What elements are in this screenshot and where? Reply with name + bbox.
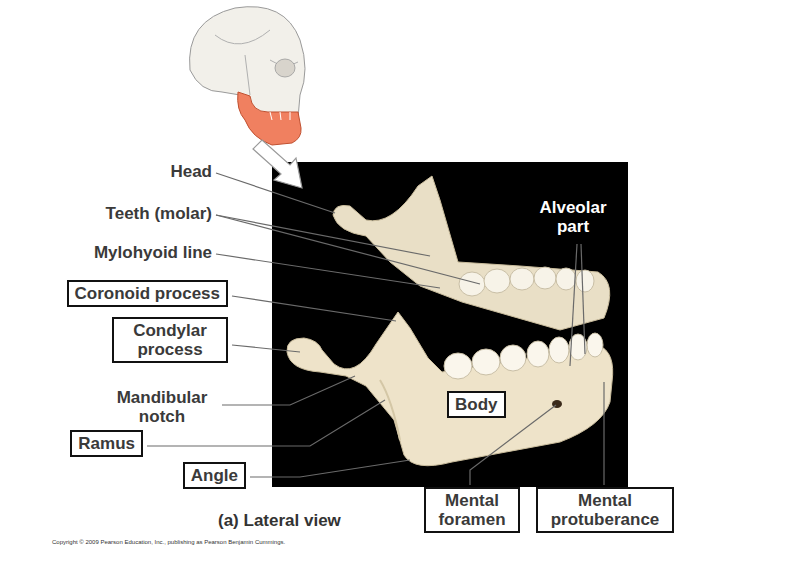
label-text: Ramus: [78, 434, 135, 453]
figure-caption: (a) Lateral view: [218, 511, 341, 530]
label-box: Ramus: [70, 430, 143, 457]
part-label: Head: [170, 162, 212, 181]
part-label: Alveolar part: [528, 198, 618, 236]
label-text: Coronoid process: [75, 284, 220, 303]
label-text: Condylar process: [120, 321, 220, 359]
part-label: Mandibular notch: [104, 388, 220, 426]
label-box: Condylar process: [112, 317, 228, 363]
copyright-note: Copyright © 2009 Pearson Education, Inc.…: [52, 539, 285, 546]
mandible-lower: [287, 312, 613, 466]
label-box: Mental foramen: [424, 487, 520, 533]
label-text: Angle: [191, 466, 238, 485]
label-box: Angle: [183, 462, 246, 489]
part-label: Teeth (molar): [106, 204, 212, 223]
label-text: Mental foramen: [432, 491, 512, 529]
label-text: Mental protuberance: [544, 491, 666, 529]
photo-ground: [272, 162, 628, 487]
label-box: Coronoid process: [67, 280, 228, 307]
part-label: Mylohyoid line: [94, 243, 212, 262]
label-box: Body: [447, 391, 506, 418]
label-text: Body: [455, 395, 498, 414]
pointer-arrow: [253, 140, 302, 188]
skull-icon: [190, 7, 305, 145]
label-box: Mental protuberance: [536, 487, 674, 533]
